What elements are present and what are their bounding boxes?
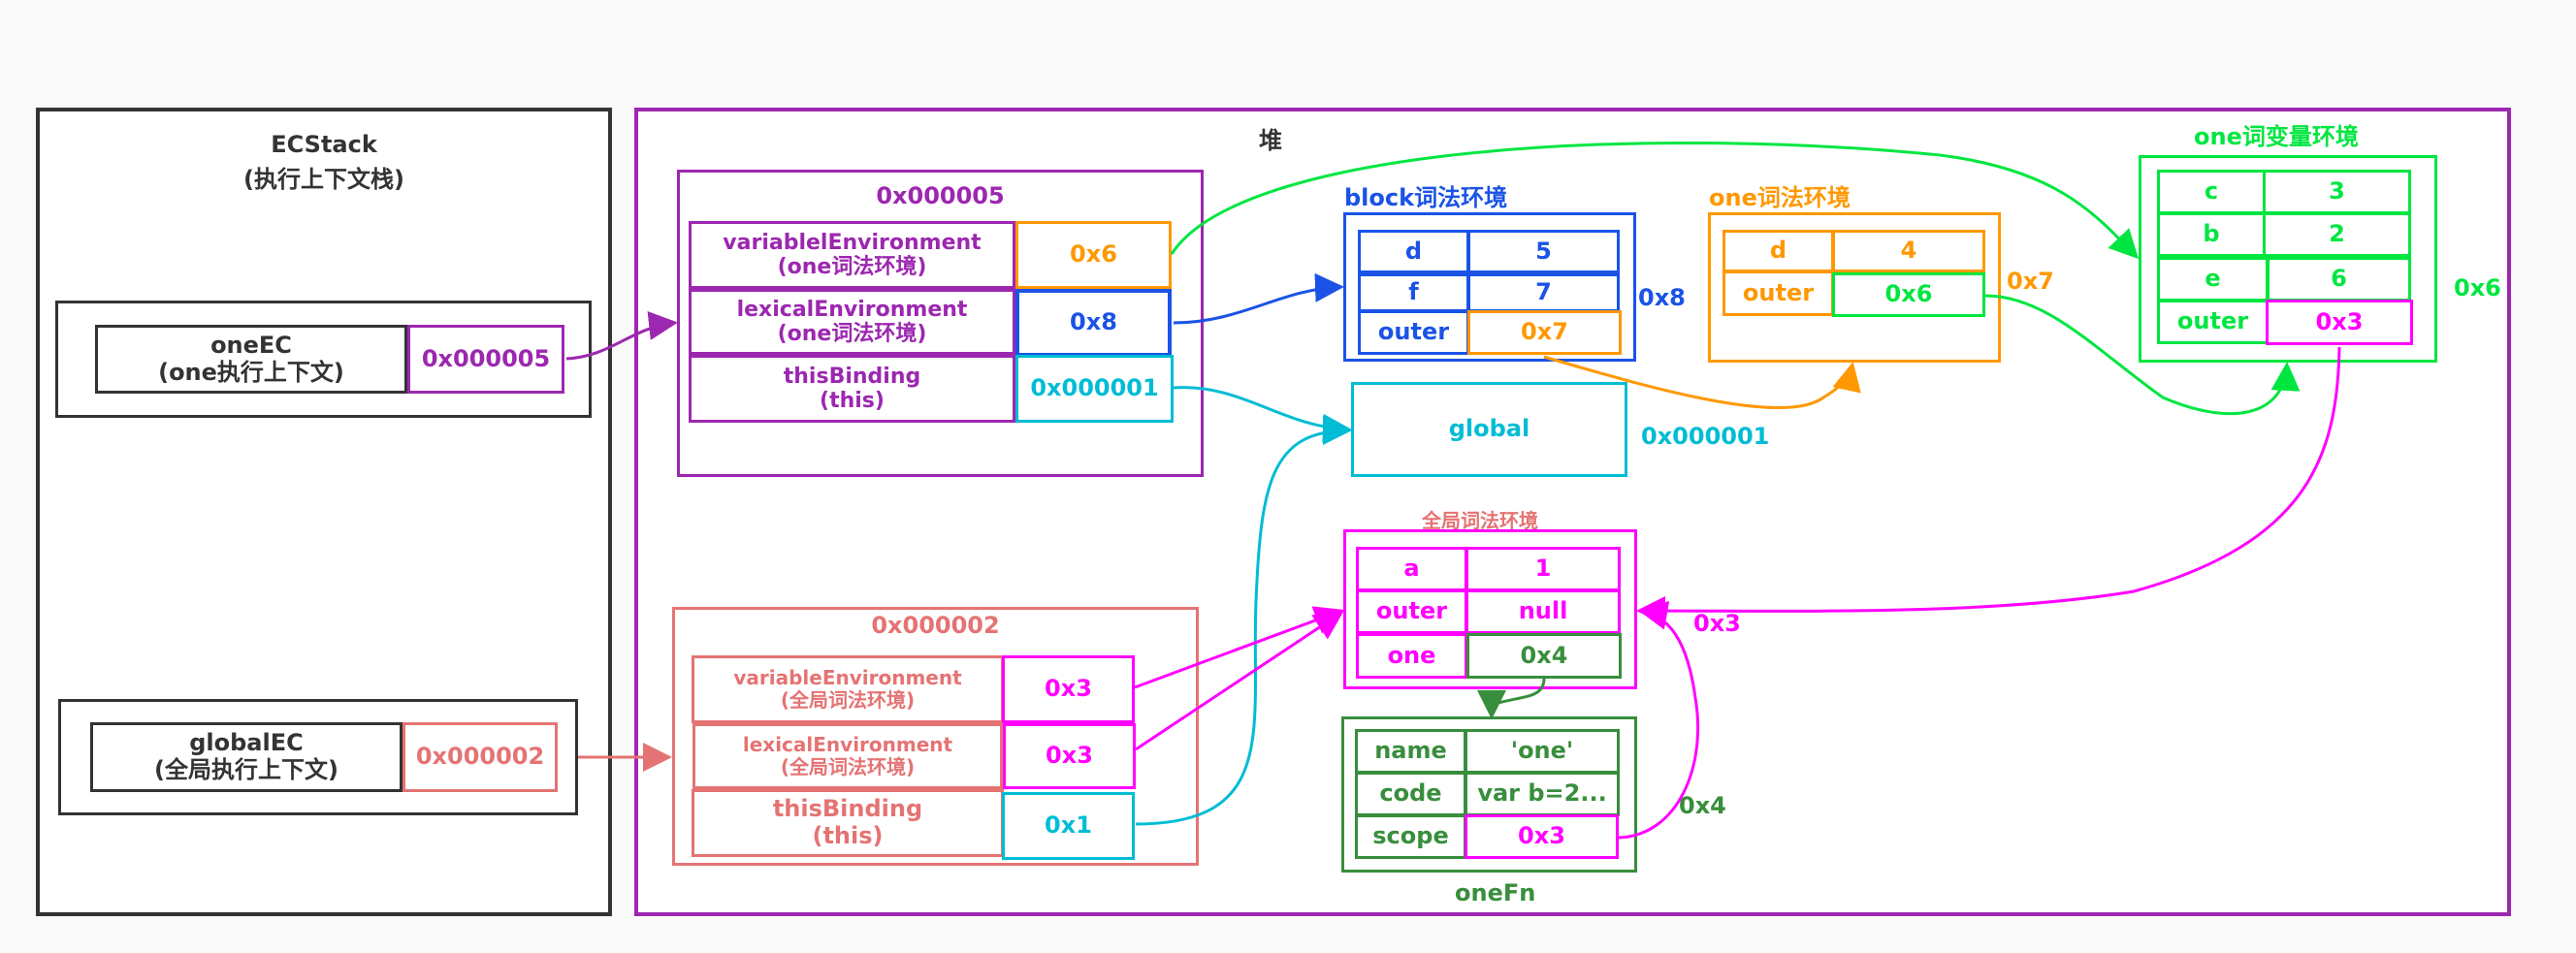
one-var-env-key-c[interactable]: c [2157, 170, 2266, 214]
row-sub: (one词法环境) [777, 255, 927, 279]
one-var-env-value-outer[interactable]: 0x3 [2266, 300, 2413, 345]
global-lex-env-value-a[interactable]: 1 [1465, 547, 1621, 591]
global-ec-object-address: 0x000002 [871, 612, 1000, 639]
global-lex-env-value-one[interactable]: 0x4 [1466, 633, 1622, 679]
global-ec-row-variable-env-value[interactable]: 0x3 [1002, 655, 1135, 723]
one-var-env-value-c[interactable]: 3 [2263, 170, 2411, 214]
one-fn-value-code[interactable]: var b=2... [1465, 772, 1620, 816]
row-sub: (this) [812, 822, 884, 849]
global-ec-row-lexical-env-key[interactable]: lexicalEnvironment (全局词法环境) [692, 723, 1003, 789]
one-lex-env-value-d[interactable]: 4 [1832, 230, 1985, 272]
ecstack-title: ECStack [271, 131, 377, 158]
row-sub: (全局词法环境) [780, 688, 916, 712]
row-sub: (this) [820, 389, 885, 413]
one-fn-key-scope[interactable]: scope [1355, 814, 1466, 859]
row-sub: (全局词法环境) [780, 755, 916, 778]
one-ec-row-this-binding-key[interactable]: thisBinding (this) [689, 355, 1015, 423]
one-fn-key-name[interactable]: name [1355, 729, 1466, 774]
one-var-env-key-b[interactable]: b [2157, 212, 2266, 257]
one-var-env-key-e[interactable]: e [2157, 257, 2269, 302]
one-fn-value-scope[interactable]: 0x3 [1465, 814, 1619, 859]
block-env-value-f[interactable]: 7 [1467, 273, 1620, 312]
global-lex-env-address: 0x3 [1693, 610, 1741, 637]
global-ec-row-this-binding-value[interactable]: 0x1 [1002, 792, 1135, 860]
one-var-env-title: one词变量环境 [2194, 123, 2359, 150]
global-lex-env-key-a[interactable]: a [1356, 547, 1467, 591]
block-env-key-f[interactable]: f [1358, 273, 1469, 312]
global-object-address: 0x000001 [1641, 423, 1770, 450]
one-ec-row-variable-env-value[interactable]: 0x6 [1015, 221, 1172, 289]
global-lex-env-value-outer[interactable]: null [1465, 589, 1621, 634]
one-var-env-value-b[interactable]: 2 [2263, 212, 2411, 257]
one-ec-label[interactable]: oneEC (one执行上下文) [95, 325, 407, 394]
one-fn-address: 0x4 [1679, 792, 1726, 819]
one-ec-row-this-binding-value[interactable]: 0x000001 [1015, 355, 1174, 423]
global-ec-row-variable-env-key[interactable]: variableEnvironment (全局词法环境) [692, 655, 1004, 723]
block-env-value-outer[interactable]: 0x7 [1467, 310, 1622, 355]
global-ec-name: globalEC [189, 729, 304, 757]
heap-title: 堆 [1259, 127, 1282, 154]
global-object[interactable]: global [1351, 382, 1627, 477]
ecstack-subtitle: (执行上下文栈) [243, 166, 404, 193]
row-key: lexicalEnvironment [736, 297, 968, 322]
global-lex-env-title: 全局词法环境 [1422, 509, 1538, 532]
one-fn-key-code[interactable]: code [1355, 772, 1466, 816]
row-key: variableEnvironment [733, 666, 962, 689]
block-env-key-outer[interactable]: outer [1358, 310, 1469, 355]
global-ec-address[interactable]: 0x000002 [402, 722, 558, 792]
one-lex-env-value-outer[interactable]: 0x6 [1832, 272, 1985, 317]
one-fn-title: oneFn [1455, 879, 1536, 906]
global-ec-row-this-binding-key[interactable]: thisBinding (this) [692, 789, 1004, 857]
global-lex-env-key-outer[interactable]: outer [1356, 589, 1467, 634]
one-var-env-key-outer[interactable]: outer [2157, 300, 2269, 344]
one-var-env-address: 0x6 [2454, 274, 2501, 302]
one-var-env-value-e[interactable]: 6 [2267, 257, 2411, 302]
row-key: lexicalEnvironment [742, 733, 953, 756]
one-lex-env-title: one词法环境 [1709, 184, 1851, 211]
one-ec-name: oneEC [210, 331, 292, 359]
block-env-key-d[interactable]: d [1358, 230, 1469, 273]
one-ec-address[interactable]: 0x000005 [407, 325, 564, 394]
block-env-title: block词法环境 [1344, 184, 1508, 211]
block-env-value-d[interactable]: 5 [1467, 230, 1620, 273]
one-lex-env-address: 0x7 [2007, 268, 2054, 295]
global-ec-row-lexical-env-value[interactable]: 0x3 [1003, 723, 1136, 789]
row-sub: (one词法环境) [777, 322, 927, 346]
one-lex-env-key-d[interactable]: d [1723, 230, 1834, 272]
one-ec-row-lexical-env-key[interactable]: lexicalEnvironment (one词法环境) [689, 289, 1015, 355]
block-env-address: 0x8 [1638, 284, 1686, 311]
global-ec-desc: (全局执行上下文) [154, 756, 338, 783]
one-ec-row-lexical-env-value[interactable]: 0x8 [1015, 289, 1172, 357]
one-ec-row-variable-env-key[interactable]: variablelEnvironment (one词法环境) [689, 221, 1015, 289]
row-key: thisBinding [783, 364, 921, 389]
one-lex-env-key-outer[interactable]: outer [1723, 270, 1834, 316]
row-key: thisBinding [772, 795, 923, 823]
global-lex-env-key-one[interactable]: one [1356, 633, 1467, 679]
row-key: variablelEnvironment [723, 230, 982, 255]
one-ec-desc: (one执行上下文) [158, 358, 344, 386]
one-ec-object-address: 0x000005 [876, 182, 1005, 209]
one-fn-value-name[interactable]: 'one' [1465, 729, 1620, 774]
global-ec-label[interactable]: globalEC (全局执行上下文) [90, 722, 402, 792]
